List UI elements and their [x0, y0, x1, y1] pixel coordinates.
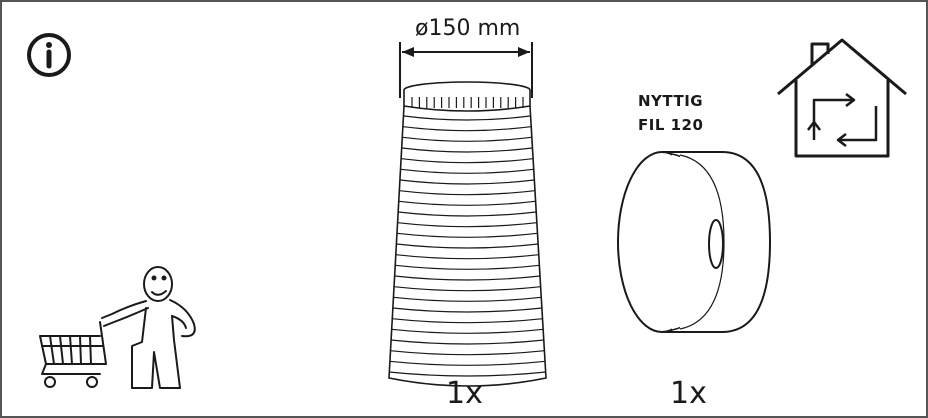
duct-diameter-label: ø150 mm [415, 16, 521, 41]
duct-rib [400, 168, 534, 174]
duct-rib [392, 318, 543, 324]
duct-rib [391, 328, 544, 334]
duct-rib [402, 147, 533, 153]
duct-rib [403, 126, 531, 132]
house-recirculation-icon [777, 38, 907, 158]
filter-name-line1: NYTTIG [638, 92, 704, 110]
duct-rib [396, 243, 539, 249]
duct-rib [389, 360, 546, 366]
duct-rib [397, 232, 538, 238]
filter-quantity: 1x [670, 376, 707, 411]
duct-rib [390, 350, 545, 356]
duct-rib [395, 254, 539, 260]
filter-icon [617, 151, 772, 333]
duct-rib [399, 190, 535, 196]
duct-rib [393, 286, 541, 292]
duct-rib [392, 307, 543, 313]
flexible-duct-icon [388, 81, 547, 387]
filter-name-line2: FIL 120 [638, 116, 704, 134]
duct-rib [402, 136, 532, 142]
duct-rib [394, 275, 541, 281]
dimension-arrow-icon [399, 42, 533, 98]
duct-rib [401, 158, 533, 164]
duct-rib [398, 211, 537, 217]
duct-rib [388, 371, 547, 377]
shopping-person-icon [39, 266, 196, 389]
duct-rib [400, 179, 535, 185]
duct-rib [398, 200, 536, 206]
duct-rib [390, 339, 545, 345]
duct-quantity: 1x [446, 376, 483, 411]
duct-rib [395, 264, 540, 270]
duct-rib [393, 296, 542, 302]
info-icon [27, 33, 71, 77]
duct-rib [397, 222, 537, 228]
duct-rib [403, 115, 531, 121]
